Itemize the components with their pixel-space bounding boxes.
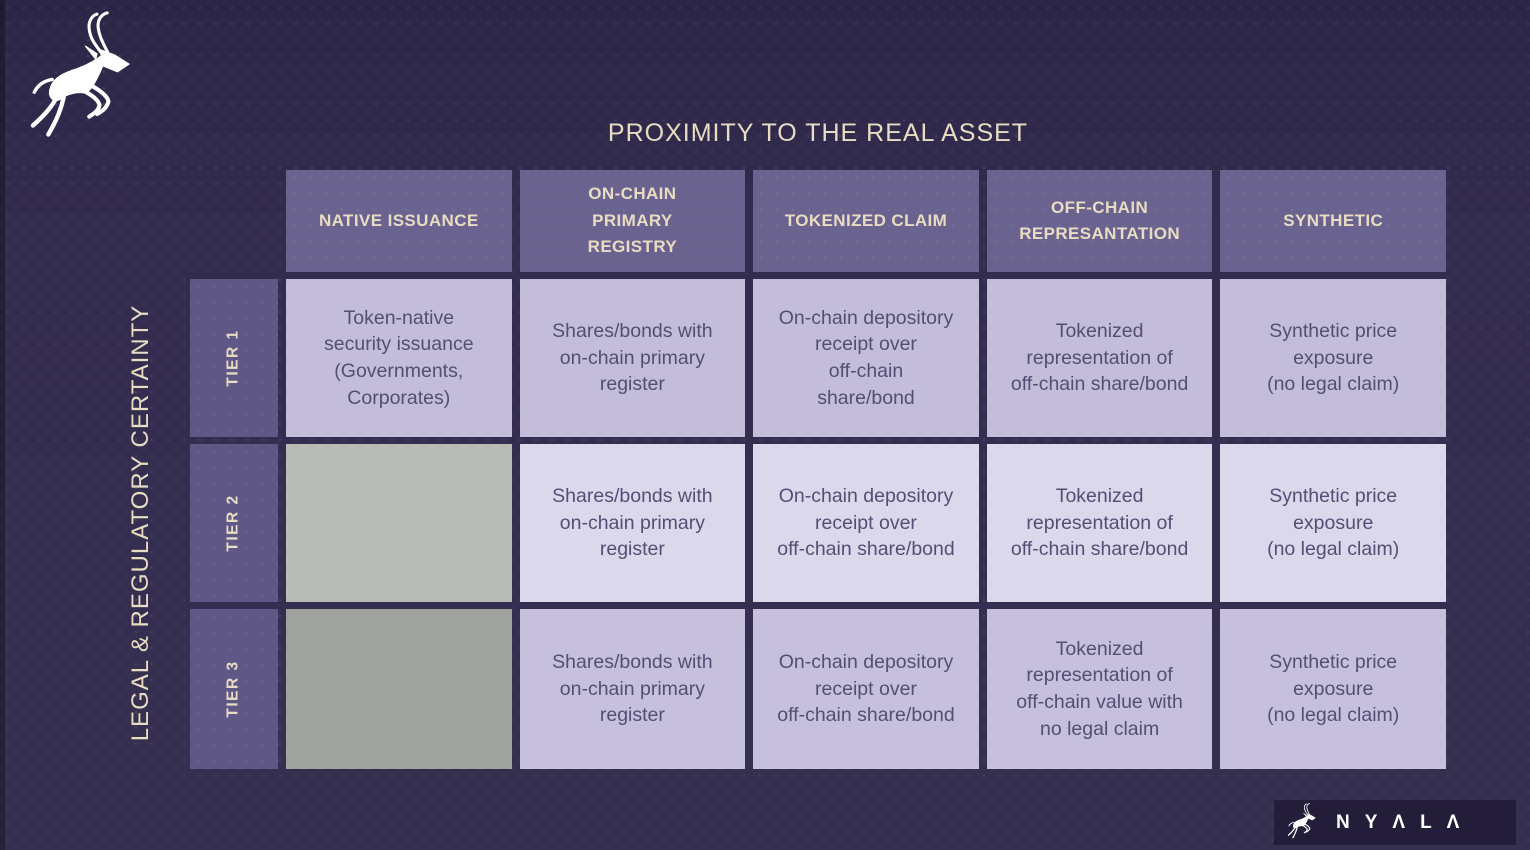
matrix-cell-tier1-off-chain-represantation: Tokenized representation of off-chain sh… [986,279,1213,437]
nyala-antelope-logo [24,8,152,156]
tier-label: TIER 1 [224,329,242,387]
row-header-tier-3: TIER 3 [190,609,278,769]
matrix-cell-tier3-on-chain-primary-registry: Shares/bonds with on-chain primary regis… [519,609,746,769]
matrix-cell-tier1-native-issuance: Token-native security issuance (Governme… [286,279,512,437]
column-header-on-chain-primary-registry: ON-CHAIN PRIMARY REGISTRY [519,170,746,272]
matrix-table: NATIVE ISSUANCE ON-CHAIN PRIMARY REGISTR… [190,170,1446,769]
matrix-cell-tier1-tokenized-claim: On-chain depository receipt over off-cha… [753,279,979,437]
column-header-tokenized-claim: TOKENIZED CLAIM [753,170,979,272]
nyala-brand-bar: NYΛLΛ [1274,800,1516,845]
left-edge-shadow [0,0,5,850]
column-header-native-issuance: NATIVE ISSUANCE [286,170,512,272]
nyala-antelope-icon [24,8,152,156]
nyala-wordmark: NYΛLΛ [1336,811,1475,833]
matrix-cell-tier3-synthetic: Synthetic price exposure (no legal claim… [1220,609,1446,769]
row-header-tier-2: TIER 2 [190,444,278,602]
column-header-synthetic: SYNTHETIC [1220,170,1446,272]
matrix-cell-tier3-tokenized-claim: On-chain depository receipt over off-cha… [753,609,979,769]
matrix-cell-tier3-off-chain-represantation: Tokenized representation of off-chain va… [986,609,1213,769]
corner-spacer [190,170,278,272]
matrix-cell-tier2-on-chain-primary-registry: Shares/bonds with on-chain primary regis… [519,444,746,602]
matrix-cell-tier2-off-chain-represantation: Tokenized representation of off-chain sh… [986,444,1213,602]
matrix-cell-tier2-synthetic: Synthetic price exposure (no legal claim… [1220,444,1446,602]
matrix-cell-tier2-tokenized-claim: On-chain depository receipt over off-cha… [753,444,979,602]
column-header-off-chain-represantation: OFF-CHAIN REPRESANTATION [986,170,1213,272]
matrix-cell-tier1-on-chain-primary-registry: Shares/bonds with on-chain primary regis… [519,279,746,437]
matrix-cell-tier2-native-issuance-empty [286,444,512,602]
nyala-antelope-icon [1287,802,1317,838]
tier-label: TIER 2 [224,494,242,552]
matrix-cell-tier3-native-issuance-empty [286,609,512,769]
y-axis-title: LEGAL & REGULATORY CERTAINTY [127,304,154,742]
x-axis-title: PROXIMITY TO THE REAL ASSET [607,119,1029,147]
matrix-cell-tier1-synthetic: Synthetic price exposure (no legal claim… [1220,279,1446,437]
tier-label: TIER 3 [224,660,242,718]
row-header-tier-1: TIER 1 [190,279,278,437]
